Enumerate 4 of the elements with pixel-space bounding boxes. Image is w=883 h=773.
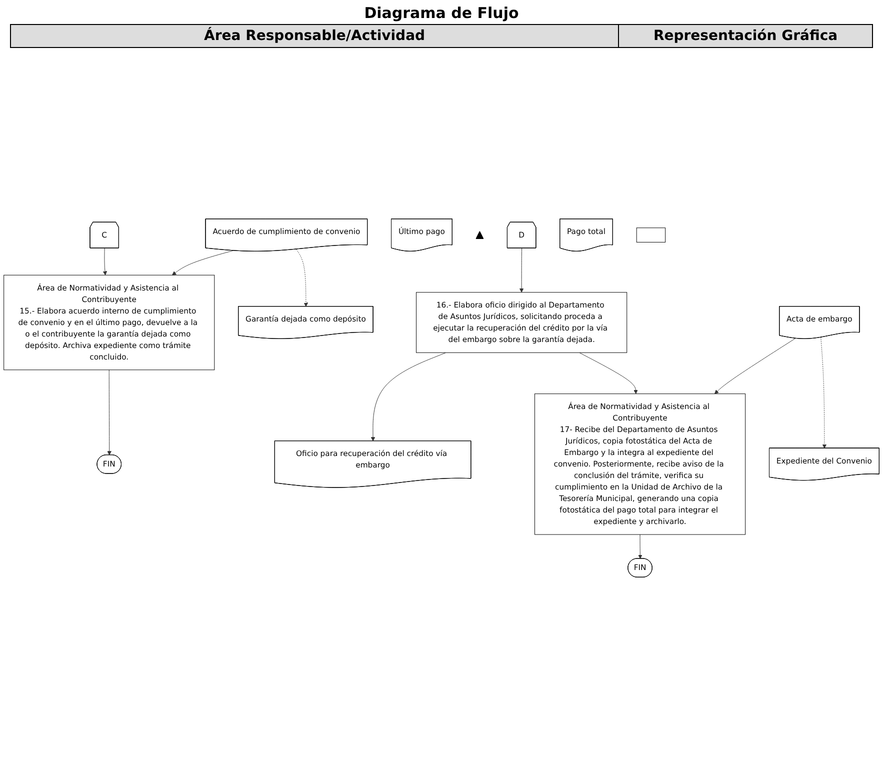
- column-header: Área Responsable/Actividad: [11, 25, 620, 47]
- diagram-title: Diagrama de Flujo: [363, 4, 520, 22]
- node-box: [636, 228, 666, 242]
- column-header: Representación Gráfica: [619, 25, 872, 47]
